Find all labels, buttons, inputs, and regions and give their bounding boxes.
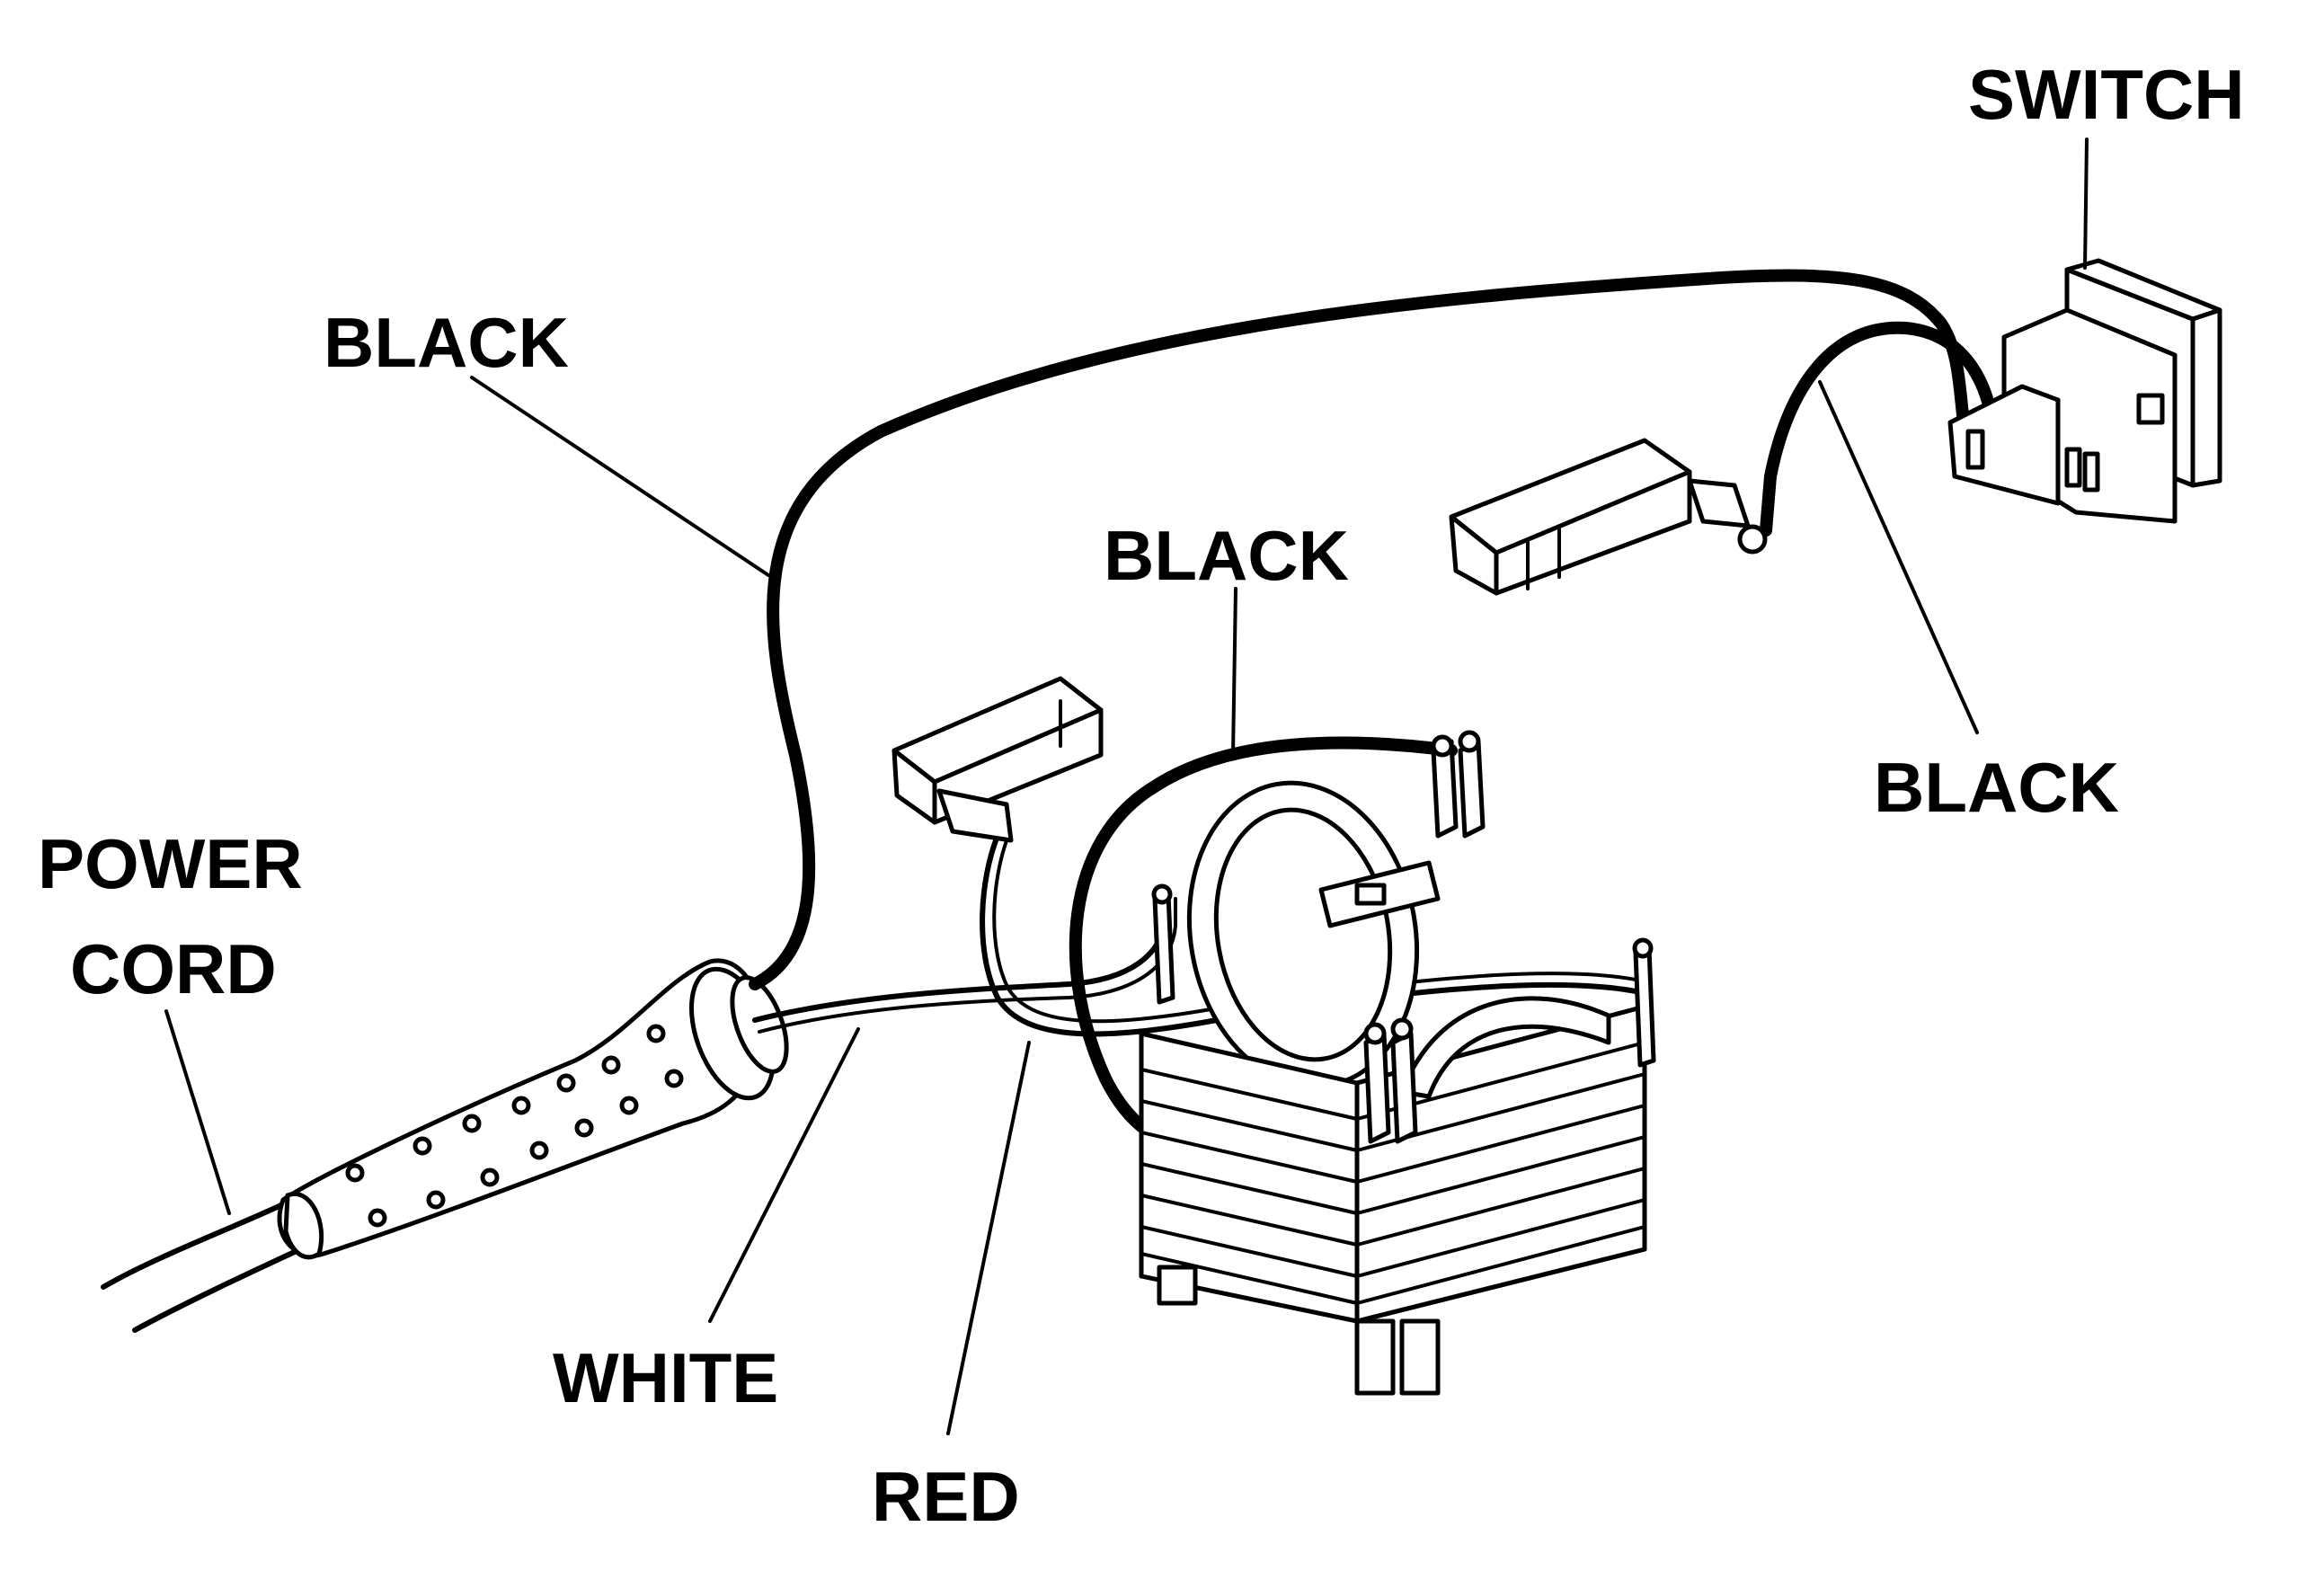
coil-laminations bbox=[1140, 1041, 1646, 1305]
leader-black-middle bbox=[1231, 587, 1237, 757]
label-white: WHITE bbox=[553, 1338, 778, 1417]
switch-body bbox=[1947, 258, 2222, 524]
leader-power-cord bbox=[164, 1009, 231, 1215]
label-red: RED bbox=[872, 1457, 1020, 1536]
red-wire bbox=[980, 833, 1647, 1037]
white-wire bbox=[752, 896, 1166, 1023]
label-power-cord-line2: CORD bbox=[70, 929, 277, 1008]
leader-switch bbox=[2083, 138, 2089, 270]
label-black-middle: BLACK bbox=[1104, 516, 1349, 595]
leader-white bbox=[708, 1027, 860, 1323]
coil-wire-connector bbox=[891, 676, 1104, 843]
black-wire-cord-to-switch bbox=[749, 269, 1974, 990]
switch-wire-connector bbox=[1449, 438, 1768, 596]
leader-red bbox=[946, 1041, 1031, 1435]
leader-black-right bbox=[1818, 380, 1979, 734]
label-black-top: BLACK bbox=[324, 303, 569, 382]
label-black-right: BLACK bbox=[1874, 748, 2119, 827]
leader-black-top bbox=[470, 376, 770, 577]
label-switch: SWITCH bbox=[1968, 55, 2245, 134]
black-wire-switch-to-connector bbox=[1760, 321, 2001, 537]
field-coil bbox=[1139, 730, 1656, 1396]
label-power-cord-line1: POWER bbox=[38, 824, 303, 903]
power-cord bbox=[101, 958, 789, 1333]
coil-terminals bbox=[1151, 730, 1656, 1144]
